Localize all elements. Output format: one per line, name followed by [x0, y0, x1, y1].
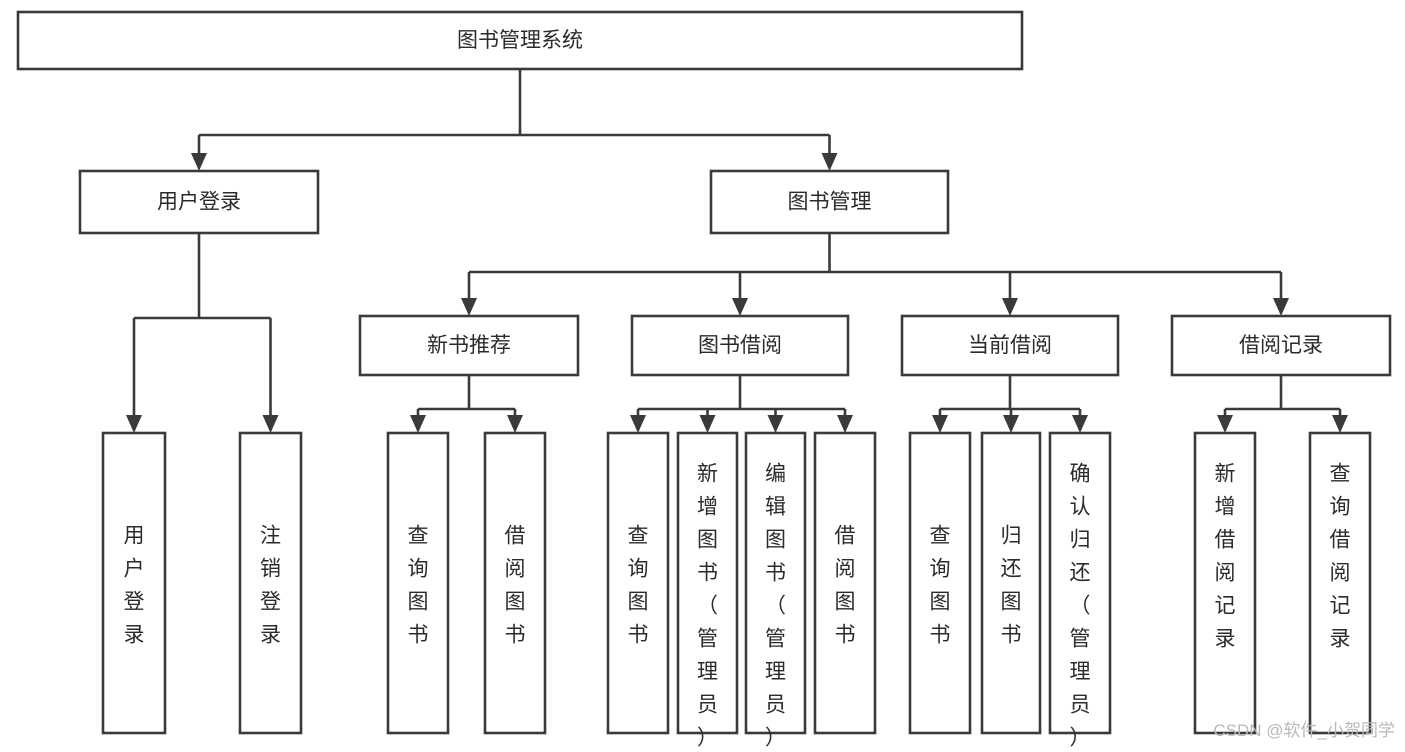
- node-leaf-10-确认归还管理员-box[interactable]: [1048, 431, 1112, 735]
- nodes-layer: 图书管理系统用户登录图书管理新书推荐图书借阅当前借阅借阅记录用户登录注销登录查询…: [16, 10, 1392, 750]
- connector-to-child-0-arrowhead: [410, 415, 426, 433]
- node-l2-图书管理[interactable]: 图书管理: [709, 169, 950, 235]
- node-leaf-3-借阅图书[interactable]: 借阅图书: [483, 431, 547, 735]
- node-leaf-6-编辑图书管理员-label: 编辑图书（管理员）: [765, 463, 786, 747]
- watermark-text: CSDN @软件_小贺同学: [1213, 721, 1395, 740]
- node-leaf-4-查询图书-box[interactable]: [606, 431, 670, 735]
- node-leaf-3-借阅图书-label: 借阅图书: [505, 525, 526, 647]
- node-l3-当前借阅-label: 当前借阅: [968, 334, 1052, 357]
- node-leaf-11-新增借阅记录-box[interactable]: [1193, 431, 1257, 735]
- node-l3-当前借阅[interactable]: 当前借阅: [900, 314, 1120, 377]
- connector-to-child-1-arrowhead: [821, 153, 838, 171]
- node-leaf-8-查询图书-box[interactable]: [908, 431, 972, 735]
- node-l3-当前借阅-box[interactable]: [900, 314, 1120, 377]
- node-leaf-7-借阅图书[interactable]: 借阅图书: [813, 431, 877, 735]
- connector-to-child-0-arrowhead: [126, 415, 142, 433]
- node-l3-新书推荐-label: 新书推荐: [427, 334, 511, 357]
- connector-to-child-3-arrowhead: [1273, 298, 1289, 316]
- node-leaf-1-注销登录-label: 注销登录: [260, 525, 281, 647]
- connectors-layer: [126, 69, 1348, 433]
- connector-to-child-1-arrowhead: [507, 415, 523, 433]
- connector-to-child-0-arrowhead: [461, 298, 477, 316]
- node-root-图书管理系统-label: 图书管理系统: [457, 29, 583, 52]
- node-l3-图书借阅-label: 图书借阅: [698, 334, 782, 357]
- node-leaf-0-用户登录-label: 用户登录: [124, 525, 145, 647]
- node-l3-借阅记录-label: 借阅记录: [1239, 334, 1323, 357]
- node-leaf-6-编辑图书管理员-box[interactable]: [744, 431, 807, 735]
- connector-to-child-1-arrowhead: [732, 298, 748, 316]
- node-leaf-8-查询图书[interactable]: 查询图书: [908, 431, 972, 735]
- connector-to-child-0-arrowhead: [630, 415, 646, 433]
- node-leaf-8-查询图书-label: 查询图书: [930, 525, 951, 647]
- node-l3-借阅记录-box[interactable]: [1170, 314, 1392, 377]
- connector-to-child-0-arrowhead: [191, 153, 207, 171]
- connector-to-child-0-arrowhead: [1217, 415, 1233, 433]
- node-l2-用户登录[interactable]: 用户登录: [78, 169, 320, 235]
- node-root-图书管理系统[interactable]: 图书管理系统: [16, 10, 1024, 71]
- node-l3-借阅记录[interactable]: 借阅记录: [1170, 314, 1392, 377]
- node-leaf-2-查询图书[interactable]: 查询图书: [386, 431, 450, 735]
- node-l2-用户登录-box[interactable]: [78, 169, 320, 235]
- node-l3-新书推荐[interactable]: 新书推荐: [358, 314, 580, 377]
- node-leaf-12-查询借阅记录-box[interactable]: [1308, 431, 1372, 735]
- node-leaf-12-查询借阅记录[interactable]: 查询借阅记录: [1308, 431, 1372, 735]
- node-leaf-9-归还图书[interactable]: 归还图书: [980, 431, 1042, 735]
- node-leaf-2-查询图书-label: 查询图书: [408, 525, 429, 647]
- node-l2-用户登录-label: 用户登录: [157, 191, 241, 214]
- node-leaf-5-新增图书管理员[interactable]: 新增图书（管理员）: [676, 431, 739, 750]
- node-leaf-11-新增借阅记录[interactable]: 新增借阅记录: [1193, 431, 1257, 735]
- connector-to-child-2-arrowhead: [1072, 415, 1088, 433]
- node-leaf-0-用户登录-box[interactable]: [101, 431, 167, 735]
- node-leaf-7-借阅图书-label: 借阅图书: [835, 525, 856, 647]
- connector-to-child-1-arrowhead: [1332, 415, 1348, 433]
- node-leaf-10-确认归还管理员[interactable]: 确认归还（管理员）: [1048, 431, 1112, 750]
- connector-to-child-3-arrowhead: [837, 415, 853, 433]
- node-leaf-1-注销登录[interactable]: 注销登录: [238, 431, 303, 735]
- connector-to-child-0-arrowhead: [932, 415, 948, 433]
- node-root-图书管理系统-box[interactable]: [16, 10, 1024, 71]
- node-leaf-11-新增借阅记录-label: 新增借阅记录: [1215, 463, 1236, 651]
- node-leaf-10-确认归还管理员-label: 确认归还（管理员）: [1070, 463, 1091, 747]
- node-leaf-4-查询图书[interactable]: 查询图书: [606, 431, 670, 735]
- node-leaf-5-新增图书管理员-box[interactable]: [676, 431, 739, 735]
- node-l3-图书借阅[interactable]: 图书借阅: [630, 314, 850, 377]
- node-leaf-3-借阅图书-box[interactable]: [483, 431, 547, 735]
- connector-to-child-2-arrowhead: [1002, 298, 1018, 316]
- node-l2-图书管理-label: 图书管理: [788, 191, 872, 214]
- node-leaf-1-注销登录-box[interactable]: [238, 431, 303, 735]
- node-leaf-6-编辑图书管理员[interactable]: 编辑图书（管理员）: [744, 431, 807, 750]
- node-l2-图书管理-box[interactable]: [709, 169, 950, 235]
- connector-to-child-2-arrowhead: [767, 415, 784, 433]
- node-leaf-9-归还图书-box[interactable]: [980, 431, 1042, 735]
- node-leaf-4-查询图书-label: 查询图书: [628, 525, 649, 647]
- node-leaf-0-用户登录[interactable]: 用户登录: [101, 431, 167, 735]
- node-leaf-2-查询图书-box[interactable]: [386, 431, 450, 735]
- node-l3-新书推荐-box[interactable]: [358, 314, 580, 377]
- connector-to-child-1-arrowhead: [699, 415, 716, 433]
- node-leaf-5-新增图书管理员-label: 新增图书（管理员）: [697, 463, 718, 747]
- node-l3-图书借阅-box[interactable]: [630, 314, 850, 377]
- node-leaf-9-归还图书-label: 归还图书: [1001, 525, 1022, 647]
- node-leaf-12-查询借阅记录-label: 查询借阅记录: [1330, 463, 1351, 651]
- connector-to-child-1-arrowhead: [1003, 415, 1019, 433]
- connector-to-child-1-arrowhead: [262, 415, 279, 433]
- node-leaf-7-借阅图书-box[interactable]: [813, 431, 877, 735]
